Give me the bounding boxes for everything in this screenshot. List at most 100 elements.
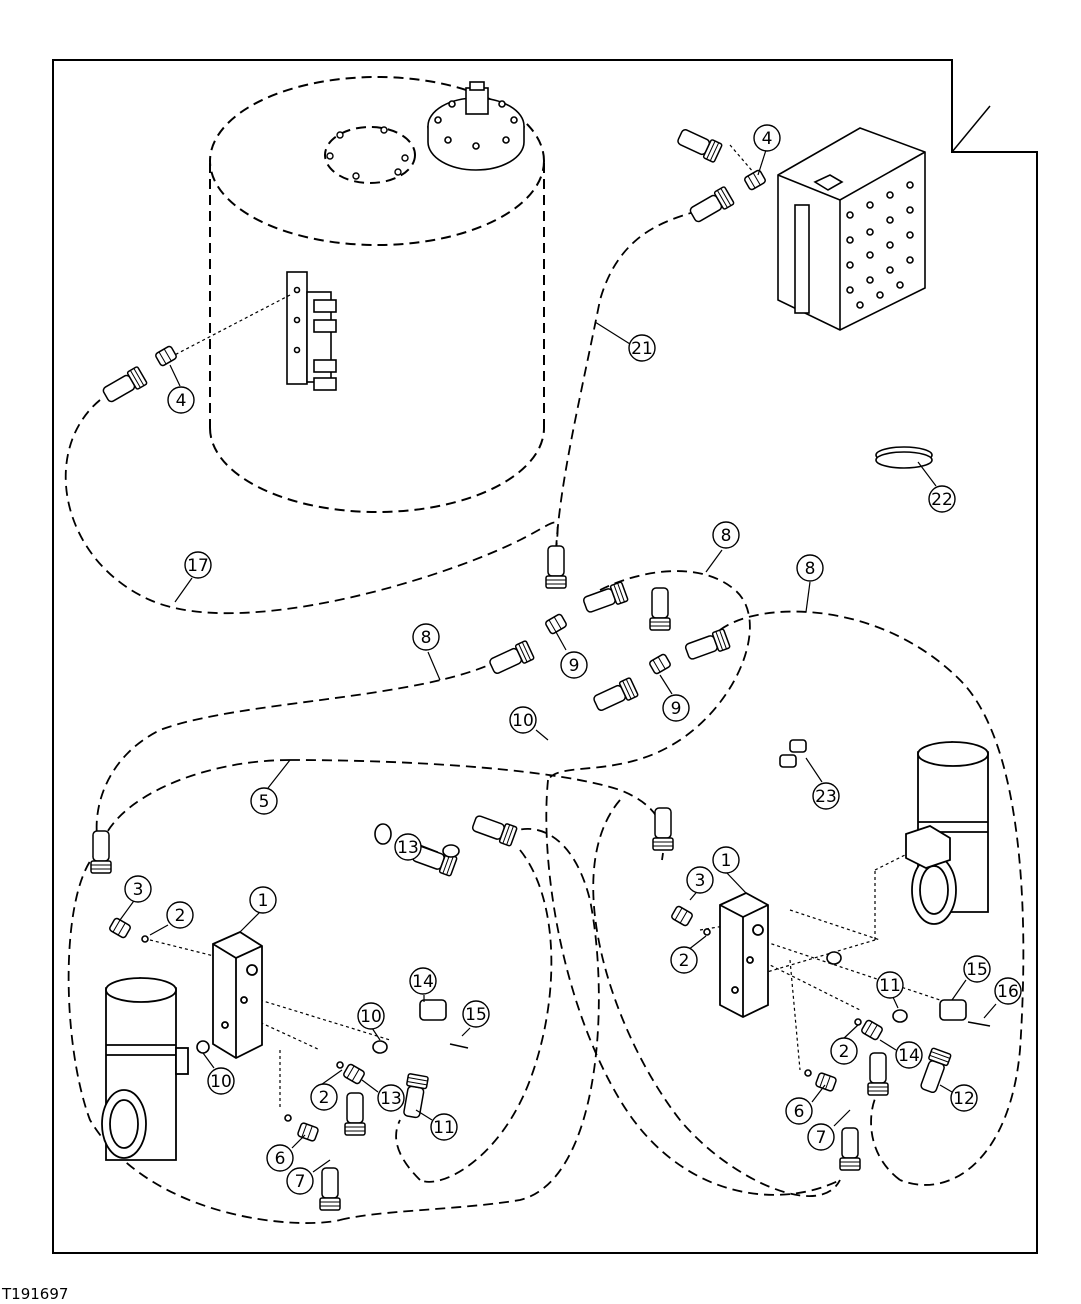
callout-circle [430,1113,458,1141]
callout-circle [628,334,656,362]
callout-label: 10 [360,1007,382,1027]
callout-circle [950,1084,978,1112]
callout-label: 14 [412,972,434,992]
callout-label: 23 [815,787,837,807]
callout-label: 11 [879,976,901,996]
callout-5: 5 [250,787,278,815]
callout-circle [712,521,740,549]
callout-label: 9 [671,699,682,719]
motor-right [905,741,989,925]
callout-11: 11 [876,971,904,999]
leader-23 [951,105,991,153]
callout-circle [166,901,194,929]
callout-circle [124,875,152,903]
callout-21: 21 [628,334,656,362]
figure-id: T191697 [2,1285,69,1303]
callout-circle [409,967,437,995]
callout-3: 3 [686,866,714,894]
callout-label: 3 [133,880,144,900]
diagram-border [52,59,1038,1254]
callout-circle [753,124,781,152]
callout-label: 2 [175,906,186,926]
callout-circle [876,971,904,999]
callout-14: 14 [895,1041,923,1069]
callout-label: 5 [259,792,270,812]
callout-9: 9 [662,694,690,722]
callout-label: 3 [695,871,706,891]
callout-23: 23 [812,782,840,810]
callout-4: 4 [167,386,195,414]
callout-1: 1 [712,846,740,874]
callout-circle [184,551,212,579]
callout-11: 11 [430,1113,458,1141]
callout-1: 1 [249,886,277,914]
tank-cover-bolts [326,126,409,180]
callout-label: 17 [187,556,209,576]
callout-circle [785,1097,813,1125]
callout-circle [249,886,277,914]
callout-label: 13 [380,1089,402,1109]
callout-22: 22 [928,485,956,513]
callout-label: 1 [258,891,269,911]
control-valve-block [777,127,926,331]
callout-12: 12 [950,1084,978,1112]
callout-13: 13 [377,1084,405,1112]
callout-circle [357,1002,385,1030]
callout-label: 8 [805,559,816,579]
callout-16: 16 [994,977,1022,1005]
callout-7: 7 [286,1167,314,1195]
callout-circle [560,651,588,679]
callout-label: 10 [210,1072,232,1092]
callout-circle [928,485,956,513]
callout-10: 10 [357,1002,385,1030]
callout-circle [250,787,278,815]
callout-label: 1 [721,851,732,871]
callout-label: 14 [898,1046,920,1066]
callout-2: 2 [310,1083,338,1111]
callout-2: 2 [830,1037,858,1065]
callout-circle [830,1037,858,1065]
hydraulic-tank [209,76,545,513]
callout-2: 2 [670,946,698,974]
callout-circle [509,706,537,734]
callout-4: 4 [753,124,781,152]
callout-circle [286,1167,314,1195]
tank-valve-manifold [286,271,337,391]
callout-14: 14 [409,967,437,995]
callout-label: 22 [931,490,953,510]
callout-circle [670,946,698,974]
callout-17: 17 [184,551,212,579]
callout-label: 8 [421,628,432,648]
callout-8: 8 [412,623,440,651]
callout-8: 8 [796,554,824,582]
callout-circle [377,1084,405,1112]
tank-filter-cap [427,81,525,171]
callout-10: 10 [509,706,537,734]
callout-circle [963,955,991,983]
callout-15: 15 [462,1000,490,1028]
callout-circle [662,694,690,722]
callout-15: 15 [963,955,991,983]
callout-label: 4 [762,129,773,149]
callout-circle [994,977,1022,1005]
callout-label: 9 [569,656,580,676]
callout-label: 7 [816,1128,827,1148]
callout-label: 21 [631,339,653,359]
callout-6: 6 [785,1097,813,1125]
callout-circle [207,1067,235,1095]
callout-label: 16 [997,982,1019,1002]
callout-circle [394,833,422,861]
callout-circle [712,846,740,874]
callout-6: 6 [266,1144,294,1172]
callout-circle [412,623,440,651]
callout-circle [686,866,714,894]
callout-label: 2 [839,1042,850,1062]
callout-label: 2 [319,1088,330,1108]
callout-7: 7 [807,1123,835,1151]
callout-circle [812,782,840,810]
callout-circle [807,1123,835,1151]
callout-label: 10 [512,711,534,731]
callout-8: 8 [712,521,740,549]
callout-label: 8 [721,526,732,546]
